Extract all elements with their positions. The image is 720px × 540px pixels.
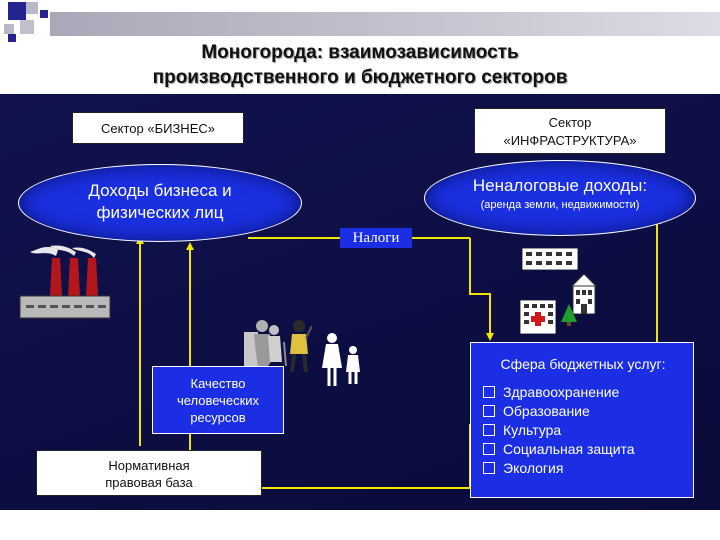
human-quality-box: Качество человеческих ресурсов: [152, 366, 284, 434]
checkbox-bullet-icon: [483, 386, 495, 398]
infra-sector-label-1: Сектор: [548, 115, 592, 130]
checkbox-bullet-icon: [483, 443, 495, 455]
legal-base-label-2: правовая база: [105, 475, 193, 490]
list-item: Здравоохранение: [483, 383, 635, 402]
decor-square-4: [20, 20, 34, 34]
school-building-icon: [522, 248, 578, 270]
decor-square-3: [40, 10, 48, 18]
diagram-canvas: Сектор «БИЗНЕС» Сектор «ИНФРАСТРУКТУРА» …: [0, 94, 720, 510]
slide-title: Моногорода: взаимозависимость производст…: [60, 40, 660, 90]
business-income-label-2: физических лиц: [96, 203, 224, 222]
list-item: Культура: [483, 421, 635, 440]
title-line-2: производственного и бюджетного секторов: [152, 67, 568, 88]
tree-icon: [561, 304, 577, 326]
infra-sector-box: Сектор «ИНФРАСТРУКТУРА»: [474, 108, 666, 154]
list-item: Образование: [483, 402, 635, 421]
business-sector-label: Сектор «БИЗНЕС»: [101, 121, 215, 136]
business-sector-box: Сектор «БИЗНЕС»: [72, 112, 244, 144]
checkbox-bullet-icon: [483, 424, 495, 436]
list-item: Экология: [483, 459, 635, 478]
nontax-income-sub: (аренда земли, недвижимости): [480, 199, 640, 211]
human-quality-label-3: ресурсов: [190, 410, 246, 425]
factory-icon: [19, 245, 111, 319]
town-hall-icon: [570, 274, 598, 314]
budget-services-list: Здравоохранение Образование Культура Соц…: [483, 383, 635, 478]
checkbox-bullet-icon: [483, 462, 495, 474]
checkbox-bullet-icon: [483, 405, 495, 417]
decor-square-2: [26, 2, 38, 14]
legal-base-label-1: Нормативная: [108, 458, 190, 473]
nontax-income-title: Неналоговые доходы:: [472, 176, 648, 195]
decor-square-5: [4, 24, 14, 34]
business-income-ellipse: Доходы бизнеса и физических лиц: [18, 164, 302, 242]
list-item: Социальная защита: [483, 440, 635, 459]
budget-services-title: Сфера бюджетных услуг:: [500, 356, 666, 372]
human-quality-label-2: человеческих: [176, 393, 260, 408]
worker-icon: [290, 320, 312, 372]
human-quality-label-1: Качество: [190, 376, 246, 391]
legal-base-box: Нормативная правовая база: [36, 450, 262, 496]
title-line-1: Моногорода: взаимозависимость: [201, 42, 519, 63]
decor-square-1: [8, 2, 26, 20]
decor-square-6: [8, 34, 16, 42]
business-income-label-1: Доходы бизнеса и: [88, 181, 232, 200]
elderly-people-icon: [244, 320, 287, 367]
decor-top-bar: [50, 12, 720, 36]
taxes-label: Налоги: [340, 228, 412, 248]
hospital-icon: [520, 300, 556, 334]
family-icon: [322, 333, 360, 386]
nontax-income-ellipse: Неналоговые доходы: (аренда земли, недви…: [424, 160, 696, 236]
budget-services-box: Сфера бюджетных услуг: Здравоохранение О…: [470, 342, 694, 498]
arrow-to-services-left: [469, 238, 494, 341]
infra-sector-label-2: «ИНФРАСТРУКТУРА»: [503, 133, 637, 148]
